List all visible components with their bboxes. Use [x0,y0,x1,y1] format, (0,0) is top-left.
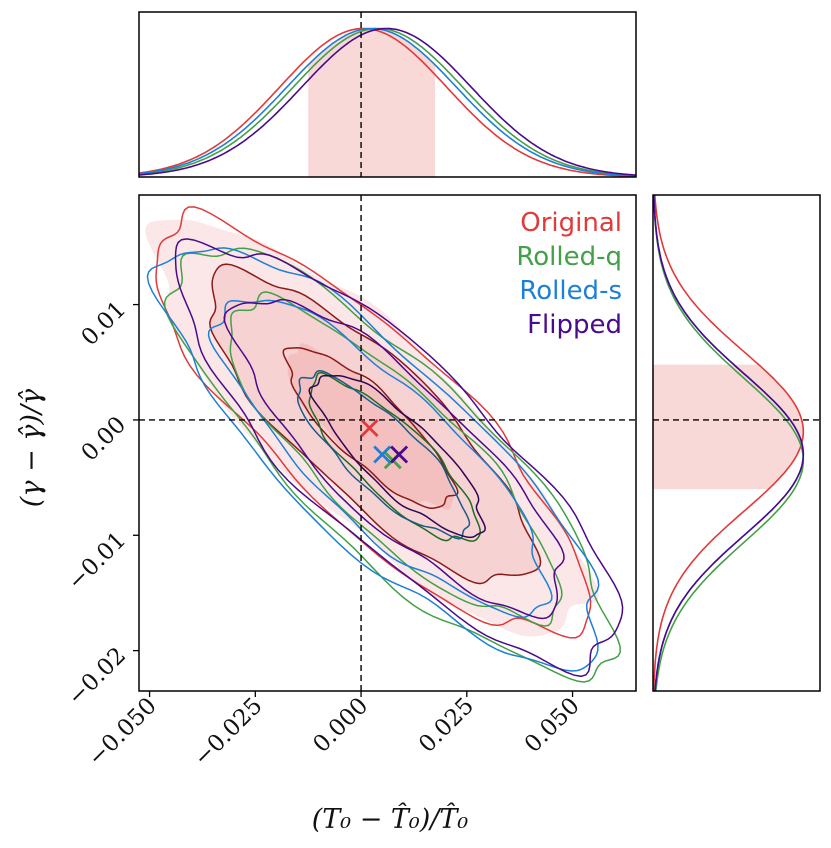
legend: Original Rolled-q Rolled-s Flipped [516,208,622,340]
rolled-q-x-marginal [138,27,637,177]
original-contour-1sigma [282,347,459,509]
original-y-credible-band [653,364,804,490]
rolled-s-contour-2sigma [207,299,553,618]
x-tick-label: 0.050 [520,693,585,758]
y-tick-label: −0.02 [63,642,131,710]
rolled-s-contour-3sigma [146,247,600,672]
top-panel-frame [138,11,637,178]
rolled-s-x-marginal [138,27,637,177]
x-tick-label: −0.050 [83,693,162,772]
flipped-contour-2sigma [223,298,565,620]
flipped-contour-3sigma [174,238,624,678]
legend-entry-original: Original [520,208,622,238]
rolled-s-best-fit-marker [373,445,392,464]
x-tick-label: −0.025 [189,693,268,772]
original-fill-3sigma [145,219,599,637]
original-best-fit-marker [360,419,379,437]
x-tick-label: 0.025 [414,693,479,758]
original-contour-3sigma [155,206,592,639]
x-axis-label: (T₀ − T̂₀)/T̂₀ [312,802,469,835]
legend-entry-flipped: Flipped [527,310,622,340]
right-panel-frame [652,194,821,692]
x-tick-label: 0.000 [308,693,373,758]
y-tick-label: 0.01 [77,296,132,351]
legend-entry-rolled-s: Rolled-s [519,276,622,306]
rolled-q-contour-2sigma [229,291,563,627]
legend-entry-rolled-q: Rolled-q [516,242,622,272]
flipped-best-fit-marker [390,445,409,464]
original-x-credible-band [308,28,436,177]
flipped-contour-1sigma [308,374,486,539]
y-axis-label: (γ − γ̂)/γ̂ [16,388,47,507]
original-x-marginal [138,27,637,178]
flipped-y-marginal [653,195,805,692]
rolled-q-contour-3sigma [163,247,621,683]
rolled-q-y-marginal [653,194,805,692]
flipped-x-marginal [138,27,637,176]
rolled-s-contour-1sigma [296,370,471,540]
y-tick-label: −0.01 [63,527,131,595]
y-tick-label: 0.00 [77,412,132,467]
main-panel-frame [138,194,637,692]
right-marginal-panel [652,194,821,692]
top-marginal-panel [138,11,637,178]
